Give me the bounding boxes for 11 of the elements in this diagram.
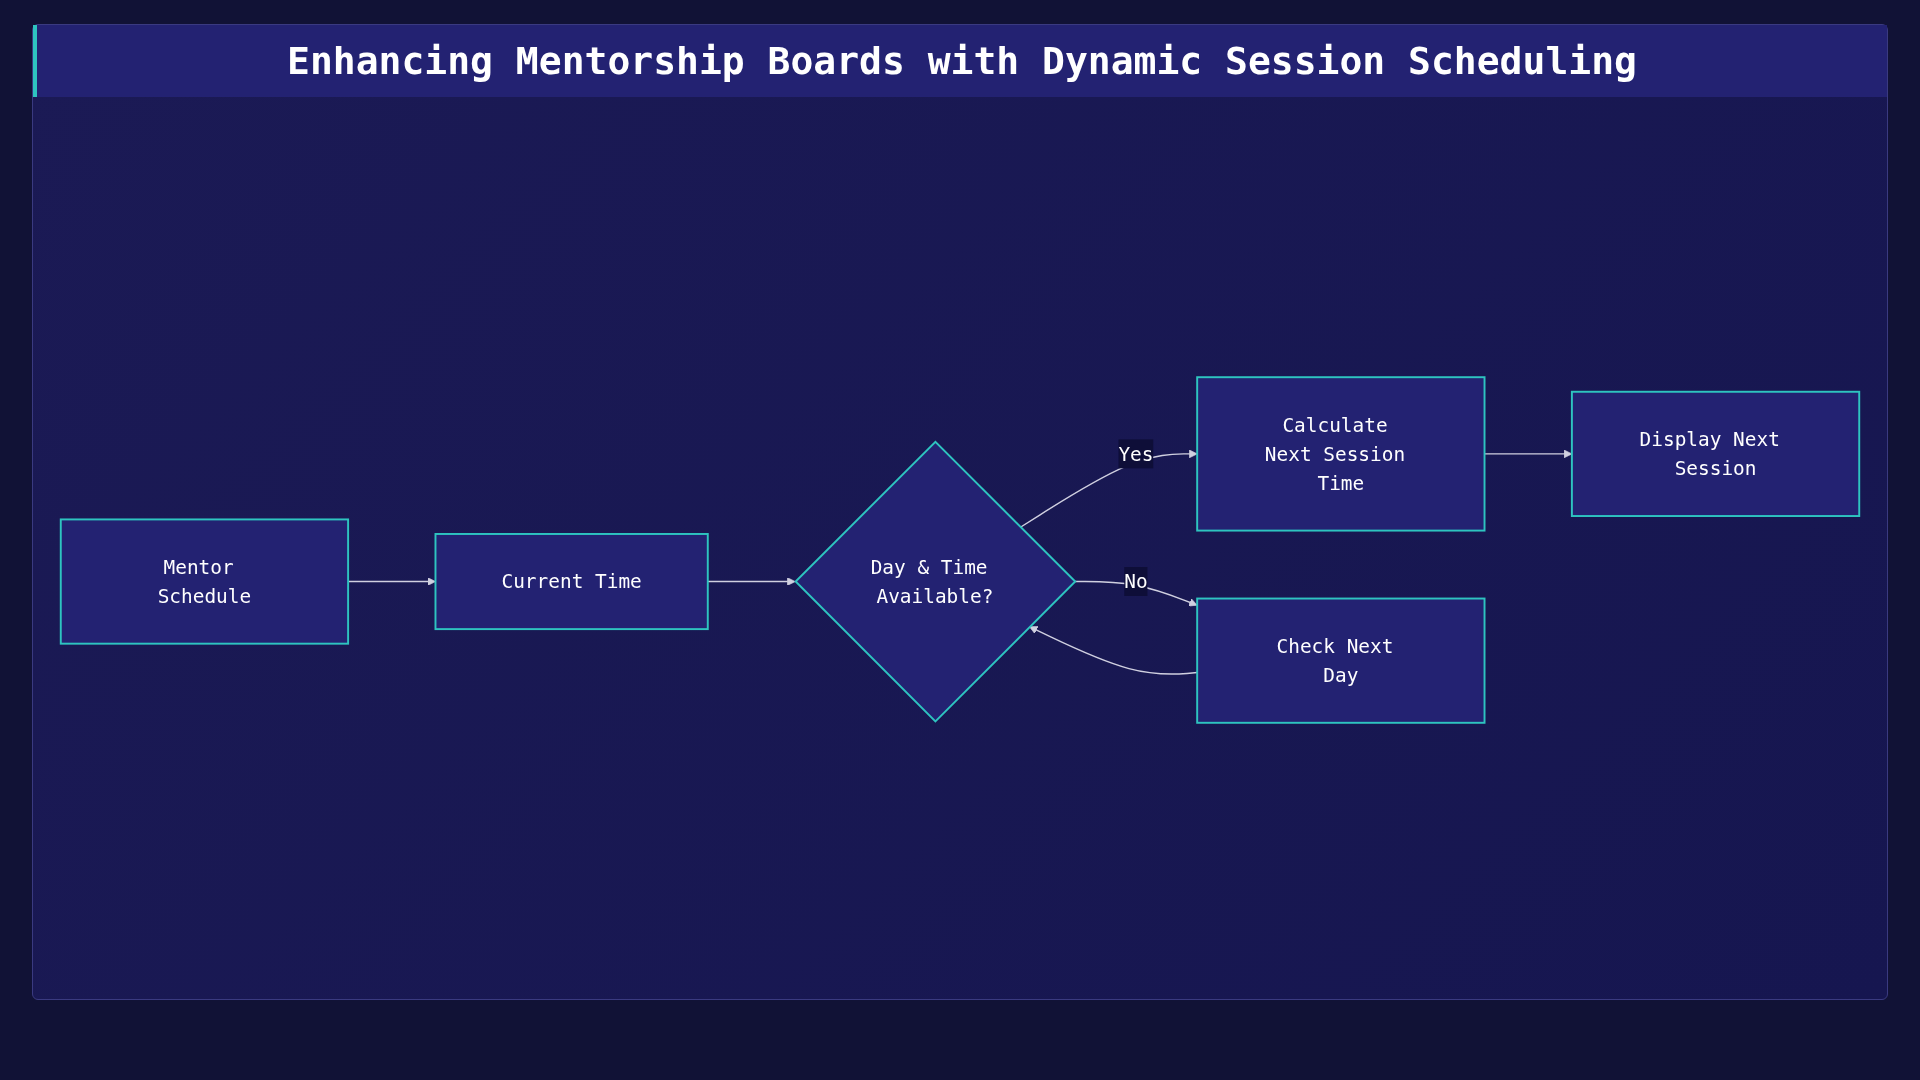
arrow: [1029, 626, 1198, 675]
title-bar: Enhancing Mentorship Boards with Dynamic Session Scheduling: [33, 25, 1887, 97]
edge-label: Yes: [1118, 442, 1154, 466]
node-box: Calculate Next Session Time: [1196, 376, 1486, 532]
node-box: Check Next Day: [1196, 597, 1486, 724]
arrow: [707, 577, 796, 586]
node-box: Mentor Schedule: [59, 518, 350, 645]
node-diamond: Day & Time Available?: [794, 440, 1077, 723]
node-box: Display Next Session: [1570, 390, 1861, 517]
edge-label: No: [1124, 569, 1148, 594]
node-box: Current Time: [434, 533, 709, 631]
